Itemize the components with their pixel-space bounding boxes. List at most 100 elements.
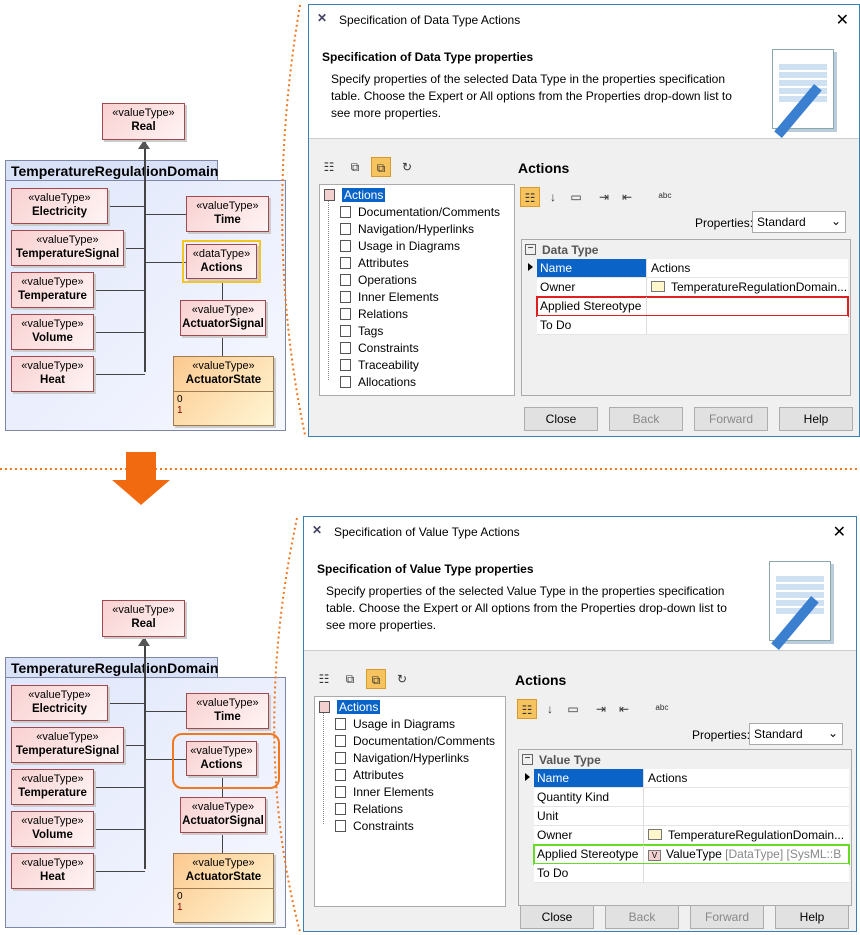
stereotype: «dataType»: [192, 248, 251, 260]
tree-item[interactable]: Inner Elements: [340, 290, 439, 304]
tree-item[interactable]: Documentation/Comments: [340, 205, 500, 219]
property-value[interactable]: Actions: [645, 769, 849, 787]
tree-item[interactable]: Constraints: [335, 819, 414, 833]
block-temperaturesignal[interactable]: «valueType»TemperatureSignal: [11, 230, 124, 266]
tree-item[interactable]: Tags: [340, 324, 383, 338]
forward-button[interactable]: Forward: [694, 407, 768, 431]
tree-item[interactable]: Navigation/Hyperlinks: [340, 222, 474, 236]
property-row[interactable]: Unit: [534, 807, 849, 826]
property-value[interactable]: Actions: [648, 259, 848, 277]
spelling-icon[interactable]: ᵃᵇᶜ: [655, 702, 669, 716]
tree-item[interactable]: Documentation/Comments: [335, 734, 495, 748]
page-icon: [340, 325, 351, 337]
back-button[interactable]: Back: [609, 407, 683, 431]
block-heat[interactable]: «valueType»Heat: [11, 356, 94, 392]
close-icon[interactable]: ✕: [832, 524, 846, 541]
block-name: Temperature: [18, 787, 87, 799]
copy-icon[interactable]: ⧉: [371, 157, 391, 177]
tree-item[interactable]: Operations: [340, 273, 417, 287]
block-volume[interactable]: «valueType»Volume: [11, 811, 94, 847]
collapse-all-icon[interactable]: ⇤: [621, 190, 633, 204]
categorized-icon[interactable]: ☷: [520, 187, 540, 207]
block-temperature[interactable]: «valueType»Temperature: [11, 272, 94, 308]
block-electricity[interactable]: «valueType»Electricity: [11, 685, 108, 721]
tree-root[interactable]: Actions: [319, 700, 381, 714]
package-name[interactable]: TemperatureRegulationDomain: [5, 657, 218, 678]
package-name[interactable]: TemperatureRegulationDomain: [5, 160, 218, 181]
tree-item[interactable]: Attributes: [335, 768, 404, 782]
stereotype: «valueType»: [191, 801, 255, 813]
close-icon[interactable]: ✕: [835, 12, 849, 29]
property-row[interactable]: Quantity Kind: [534, 788, 849, 807]
tree-item[interactable]: Relations: [335, 802, 403, 816]
refresh-icon[interactable]: ↻: [401, 160, 413, 174]
property-row[interactable]: To Do: [537, 316, 848, 335]
tree-item[interactable]: Relations: [340, 307, 408, 321]
expand-icon[interactable]: ⇥: [598, 190, 610, 204]
tree-item[interactable]: Allocations: [340, 375, 416, 389]
collapse-icon[interactable]: ▭: [570, 190, 582, 204]
sort-icon[interactable]: ↓: [550, 190, 556, 204]
collapse-all-icon[interactable]: ⇤: [618, 702, 630, 716]
close-button[interactable]: Close: [524, 407, 598, 431]
collapse-group-icon[interactable]: −: [522, 754, 533, 765]
close-button[interactable]: Close: [520, 905, 594, 929]
block-temperature[interactable]: «valueType»Temperature: [11, 769, 94, 805]
list-view-icon[interactable]: ☷: [318, 672, 330, 686]
copy-icon[interactable]: ⧉: [366, 669, 386, 689]
spelling-icon[interactable]: ᵃᵇᶜ: [658, 190, 672, 204]
property-value[interactable]: TemperatureRegulationDomain...: [648, 278, 848, 296]
help-button[interactable]: Help: [779, 407, 853, 431]
properties-select[interactable]: Standard⌄: [752, 211, 846, 233]
properties-select-value: Standard: [757, 215, 806, 229]
property-value[interactable]: TemperatureRegulationDomain...: [645, 826, 849, 844]
categorized-icon[interactable]: ☷: [517, 699, 537, 719]
back-button[interactable]: Back: [605, 905, 679, 929]
tree-view-icon[interactable]: ⧉: [345, 672, 355, 686]
property-row[interactable]: To Do: [534, 864, 849, 883]
tree-item[interactable]: Inner Elements: [335, 785, 434, 799]
block-actions[interactable]: «valueType»Actions: [186, 741, 257, 776]
block-electricity[interactable]: «valueType»Electricity: [11, 188, 108, 224]
tree-item[interactable]: Constraints: [340, 341, 419, 355]
property-row[interactable]: Applied Stereotype: [536, 296, 849, 317]
block-actuatorsignal[interactable]: «valueType»ActuatorSignal: [180, 300, 266, 336]
expand-icon[interactable]: ⇥: [595, 702, 607, 716]
list-view-icon[interactable]: ☷: [323, 160, 335, 174]
tree-item[interactable]: Usage in Diagrams: [335, 717, 455, 731]
collapse-icon[interactable]: ▭: [567, 702, 579, 716]
tree-item[interactable]: Navigation/Hyperlinks: [335, 751, 469, 765]
block-actuatorsignal[interactable]: «valueType»ActuatorSignal: [180, 797, 266, 833]
help-button[interactable]: Help: [775, 905, 849, 929]
selection-highlight: [182, 240, 261, 283]
block-temperaturesignal[interactable]: «valueType»TemperatureSignal: [11, 727, 124, 763]
refresh-icon[interactable]: ↻: [396, 672, 408, 686]
collapse-group-icon[interactable]: −: [525, 244, 536, 255]
tree-root[interactable]: Actions: [324, 188, 386, 202]
block-heat[interactable]: «valueType»Heat: [11, 853, 94, 889]
tree-view-icon[interactable]: ⧉: [350, 160, 360, 174]
forward-button[interactable]: Forward: [690, 905, 764, 929]
block-time[interactable]: «valueType»Time: [186, 693, 269, 729]
tree-item[interactable]: Traceability: [340, 358, 419, 372]
tree-item[interactable]: Usage in Diagrams: [340, 239, 460, 253]
stereotype: «valueType»: [112, 107, 175, 119]
block-time[interactable]: «valueType»Time: [186, 196, 269, 232]
properties-select[interactable]: Standard⌄: [749, 723, 843, 745]
sort-icon[interactable]: ↓: [547, 702, 553, 716]
block-real[interactable]: «valueType»Real: [102, 600, 185, 637]
block-actions[interactable]: «dataType»Actions: [186, 244, 257, 279]
tree-item[interactable]: Attributes: [340, 256, 409, 270]
page-icon: [335, 820, 346, 832]
block-volume[interactable]: «valueType»Volume: [11, 314, 94, 350]
block-real[interactable]: «valueType»Real: [102, 103, 185, 140]
